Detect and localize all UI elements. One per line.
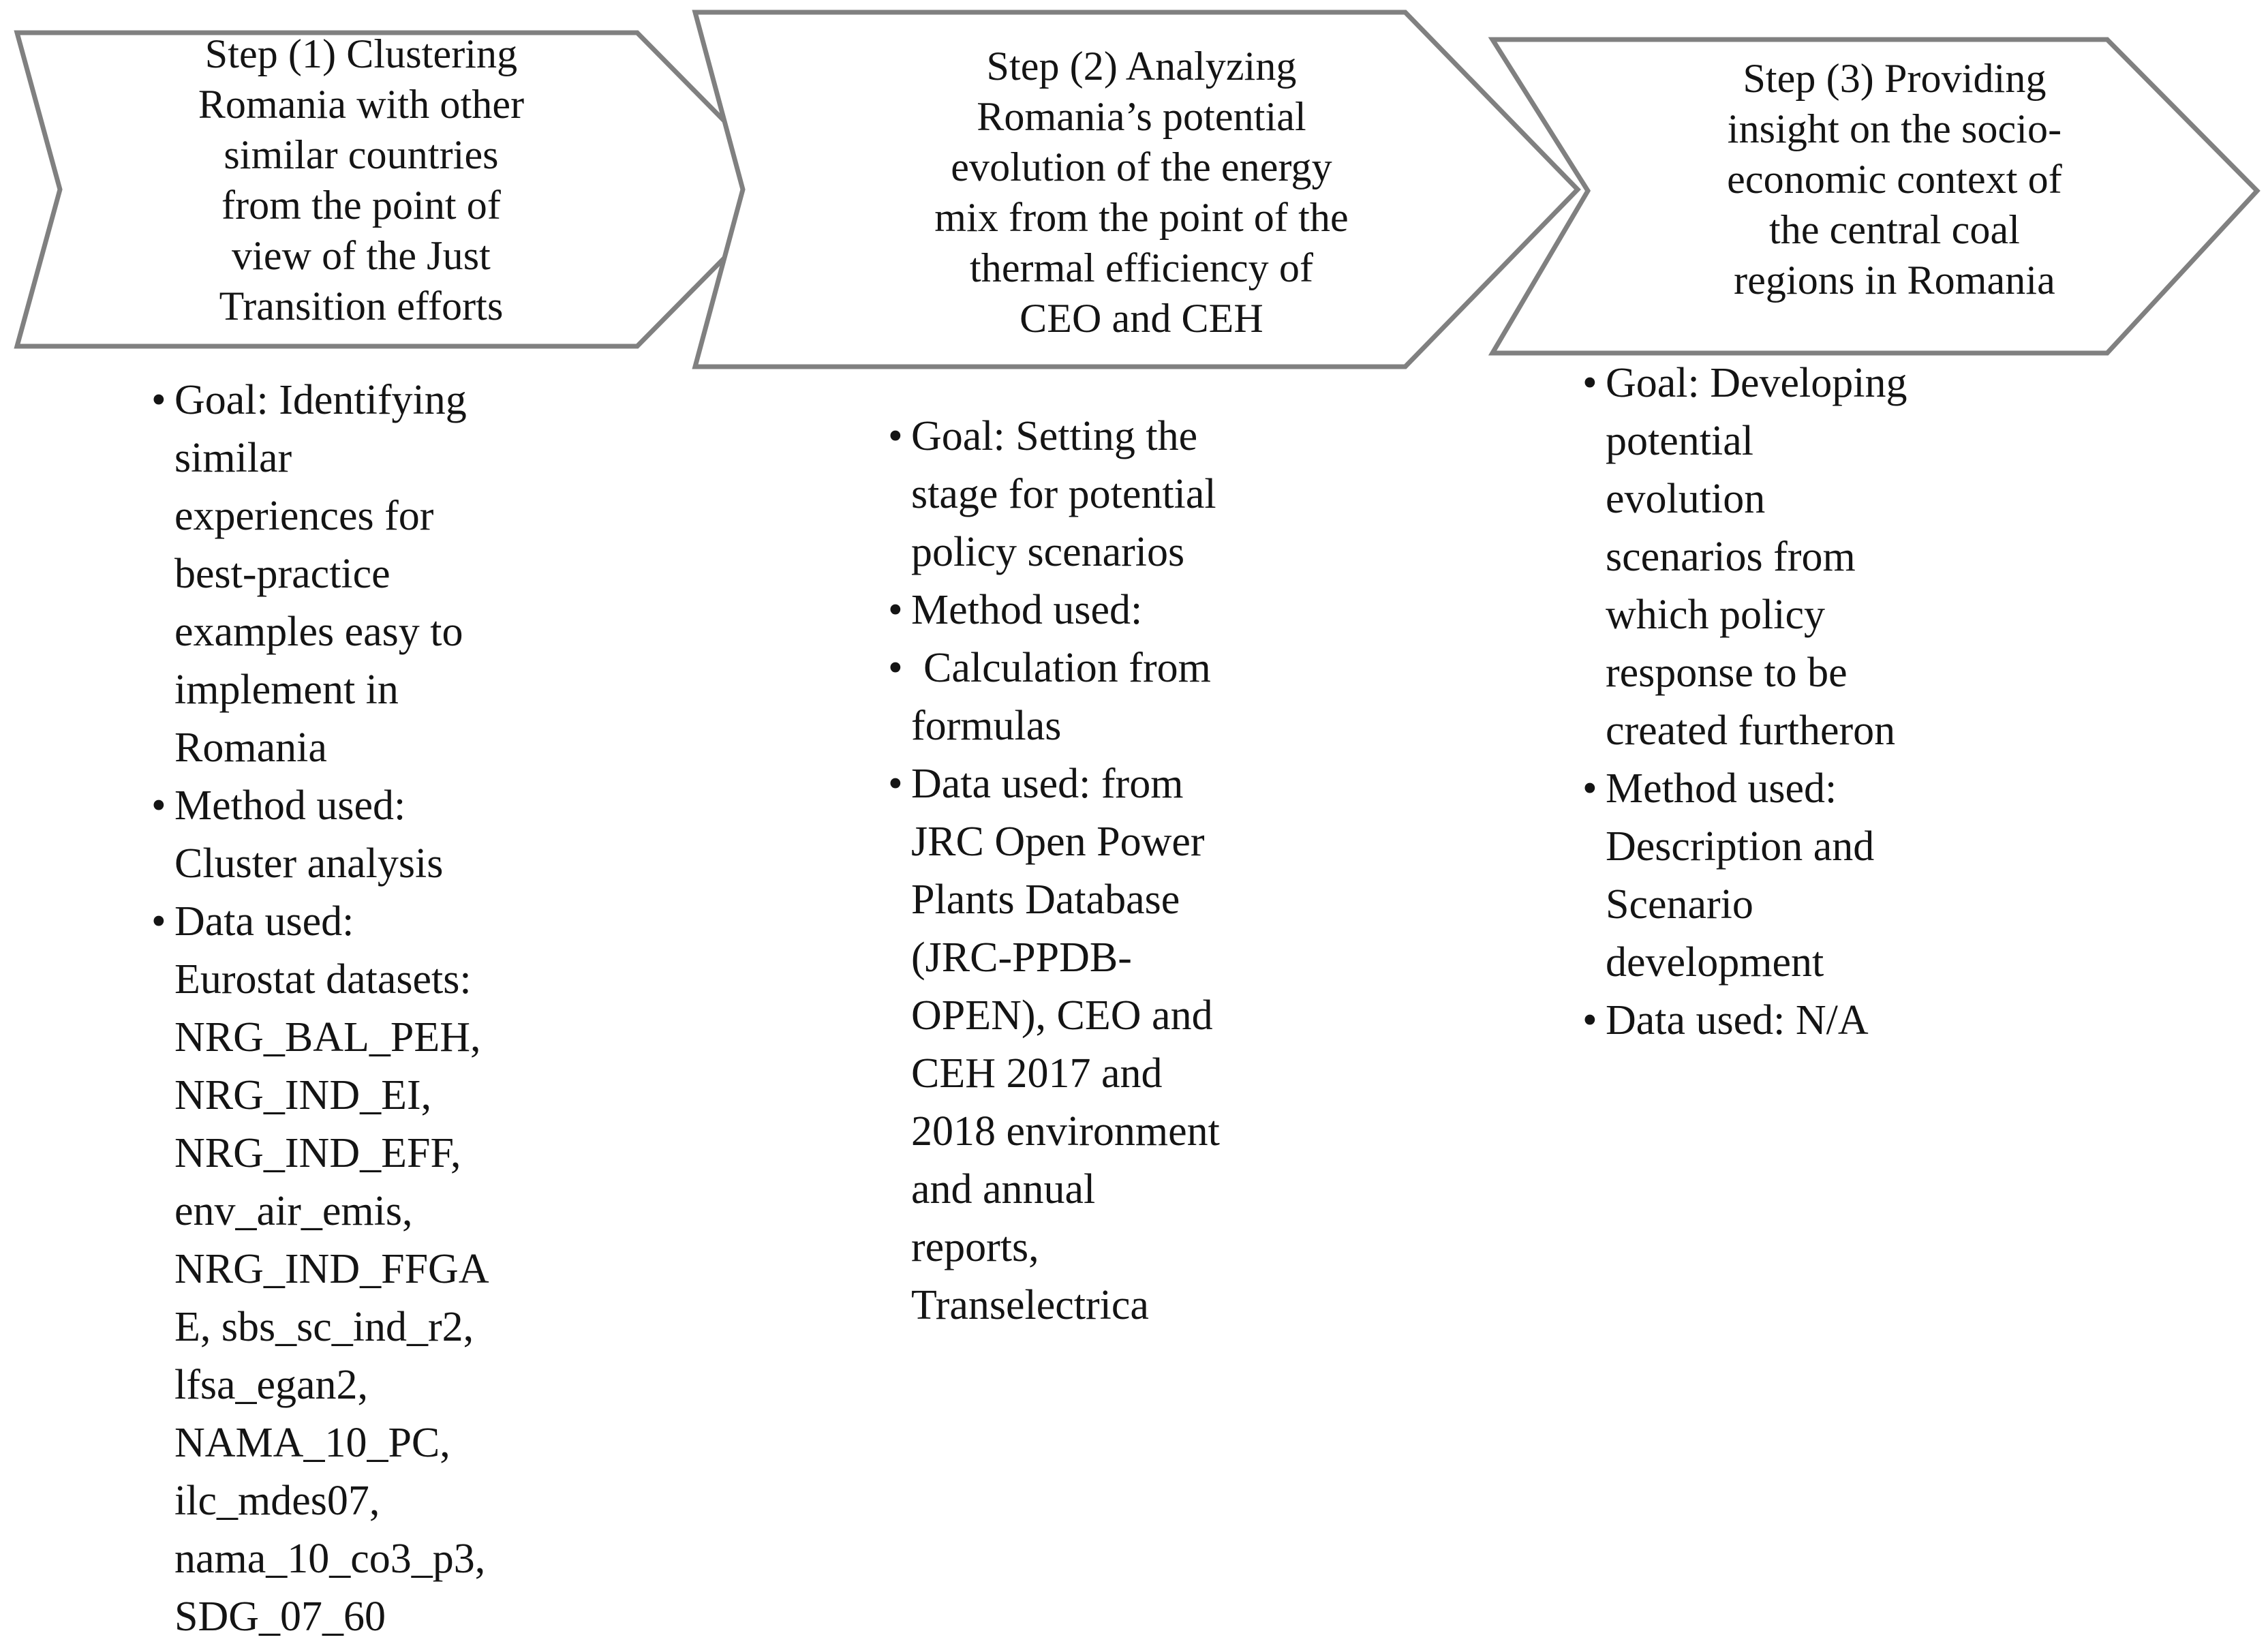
bullet-dot-icon: •	[888, 645, 903, 691]
bullet-dot-icon: •	[1582, 360, 1597, 406]
bullet-dot-icon: •	[1582, 765, 1597, 812]
list-item-text: Data used: Eurostat datasets: NRG_BAL_PE…	[174, 898, 489, 1640]
list-item: • Data used: Eurostat datasets: NRG_BAL_…	[151, 893, 560, 1646]
list-item-text: Goal: Setting the stage for potential po…	[911, 413, 1216, 575]
bullet-dot-icon: •	[888, 413, 903, 459]
bullet-list-step-1: • Goal: Identifying similar experiences …	[151, 371, 560, 1646]
list-item: • Goal: Developing potential evolution s…	[1582, 354, 2005, 760]
bullet-column-step-2: • Goal: Setting the stage for potential …	[888, 408, 1297, 1335]
chevron-title-step-3: Step (3) Providing insight on the socio-…	[1727, 56, 2062, 303]
chevron-title-step-1: Step (1) Clustering Romania with other s…	[198, 31, 525, 329]
list-item: • Calculation from formulas	[888, 639, 1297, 755]
bullet-column-step-3: • Goal: Developing potential evolution s…	[1582, 354, 2005, 1050]
bullet-dot-icon: •	[1582, 997, 1597, 1043]
bullet-dot-icon: •	[151, 898, 166, 945]
list-item-text: Method used:	[911, 587, 1143, 633]
list-item: • Goal: Setting the stage for potential …	[888, 408, 1297, 581]
list-item: • Data used: N/A	[1582, 992, 2005, 1050]
bullet-dot-icon: •	[888, 587, 903, 633]
bullet-dot-icon: •	[151, 377, 166, 423]
list-item-text: Method used: Description and Scenario de…	[1606, 765, 1875, 986]
bullet-column-step-1: • Goal: Identifying similar experiences …	[151, 371, 560, 1646]
chevron-title-step-2: Step (2) Analyzing Romania’s potential e…	[934, 44, 1349, 341]
list-item: • Goal: Identifying similar experiences …	[151, 371, 560, 777]
list-item-text: Method used: Cluster analysis	[174, 782, 444, 887]
bullet-dot-icon: •	[151, 782, 166, 829]
list-item-text: Goal: Developing potential evolution sce…	[1606, 360, 1907, 754]
list-item-text: Data used: from JRC Open Power Plants Da…	[911, 761, 1220, 1328]
list-item: • Method used: Description and Scenario …	[1582, 760, 2005, 992]
list-item: • Method used:	[888, 581, 1297, 639]
bullet-list-step-3: • Goal: Developing potential evolution s…	[1582, 354, 2005, 1050]
list-item-text: Data used: N/A	[1606, 997, 1869, 1043]
list-item-text: Calculation from formulas	[911, 645, 1211, 749]
list-item: • Method used: Cluster analysis	[151, 777, 560, 893]
bullet-list-step-2: • Goal: Setting the stage for potential …	[888, 408, 1297, 1335]
list-item-text: Goal: Identifying similar experiences fo…	[174, 377, 467, 771]
bullet-dot-icon: •	[888, 761, 903, 807]
list-item: • Data used: from JRC Open Power Plants …	[888, 755, 1297, 1335]
